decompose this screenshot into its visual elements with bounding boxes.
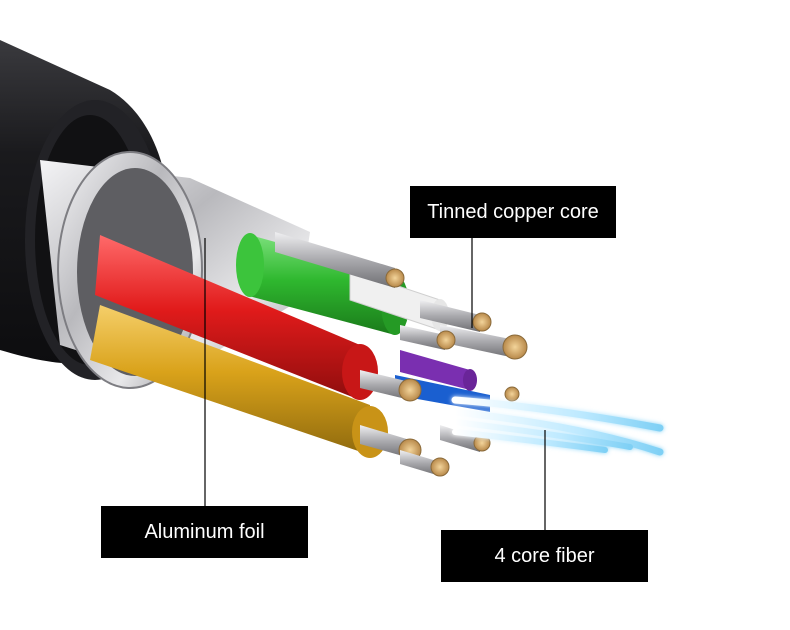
- label-fiber: 4 core fiber: [441, 530, 648, 582]
- label-tinned-copper-core: Tinned copper core: [410, 186, 616, 238]
- fiber-cores: [451, 396, 664, 456]
- purple-wire: [400, 350, 477, 391]
- label-aluminum-foil-text: Aluminum foil: [144, 520, 265, 543]
- label-fiber-text: 4 core fiber: [494, 544, 595, 567]
- label-tinned-copper-core-text: Tinned copper core: [427, 200, 599, 223]
- label-aluminum-foil: Aluminum foil: [101, 506, 308, 558]
- copper-strands: [275, 232, 528, 477]
